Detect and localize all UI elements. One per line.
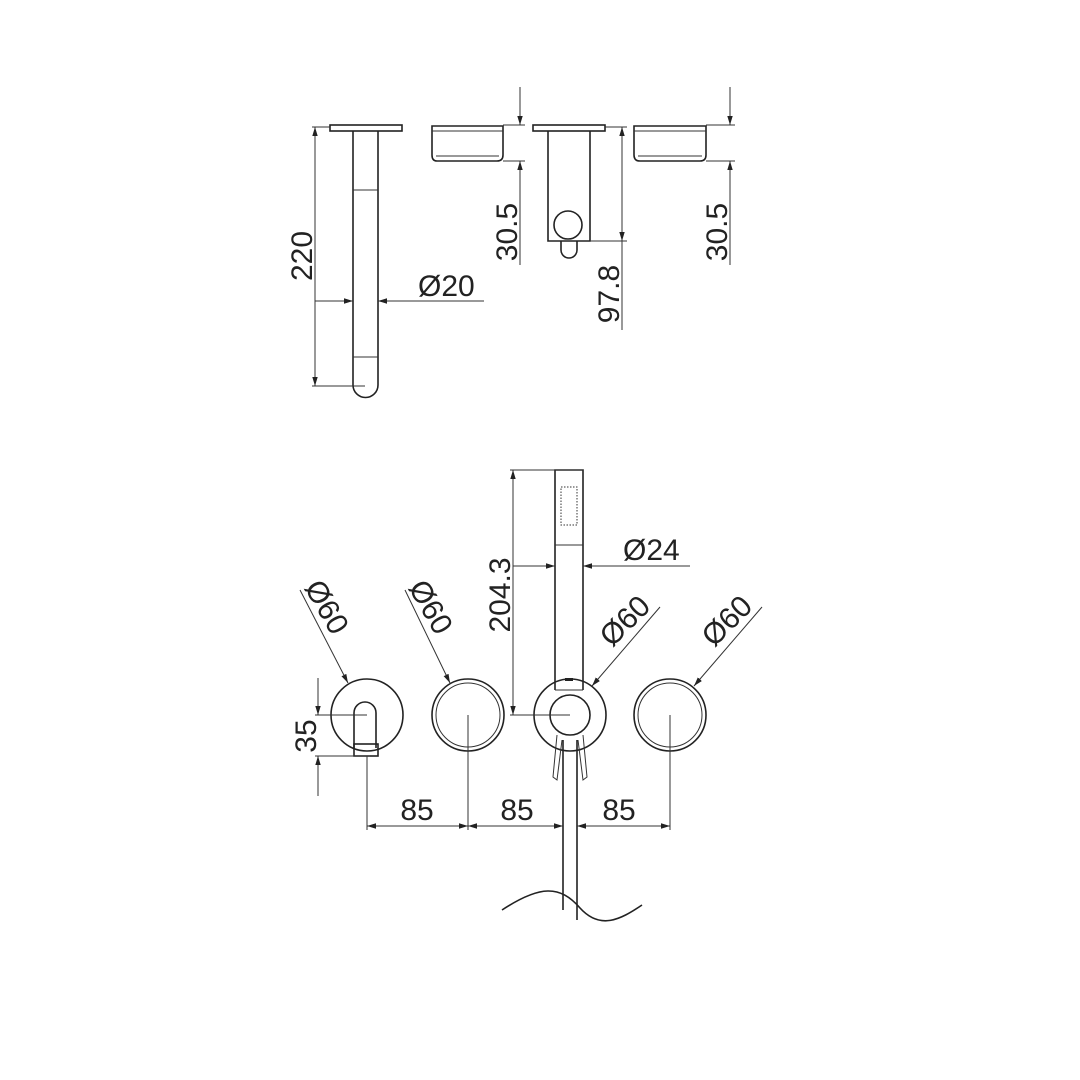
handle-left-side-view bbox=[431, 125, 504, 162]
handle-right-depth-dimension: 30.5 bbox=[701, 87, 735, 265]
plate-diameter-label-4: Ø60 bbox=[696, 590, 759, 653]
spout-length-label: 220 bbox=[286, 231, 319, 281]
plate-diameter-label-3: Ø60 bbox=[594, 590, 657, 653]
spout-length-dimension: 220 bbox=[286, 126, 365, 387]
diverter-depth-dimension: 97.8 bbox=[590, 126, 627, 330]
shower-length-label: 204.3 bbox=[484, 557, 517, 632]
diverter-depth-label: 97.8 bbox=[593, 265, 626, 323]
handle-left-depth-dimension: 30.5 bbox=[491, 87, 525, 265]
shower-diameter-label: Ø24 bbox=[623, 534, 680, 567]
shower-length-dimension: 204.3 bbox=[484, 469, 583, 716]
spout-diameter-dimension: Ø20 bbox=[315, 270, 484, 304]
spacing-dimensions: 85 85 85 bbox=[366, 715, 671, 830]
shower-diameter-dimension: Ø24 bbox=[513, 534, 690, 569]
plate-diameter-leaders: Ø60 Ø60 Ø60 Ø60 bbox=[298, 574, 763, 687]
plate-diameter-label-1: Ø60 bbox=[298, 574, 355, 640]
hand-shower-holder bbox=[533, 469, 607, 781]
plate-diameter-label-2: Ø60 bbox=[402, 574, 459, 640]
handle-right-depth-label: 30.5 bbox=[701, 203, 734, 261]
handle-right-side-view bbox=[633, 125, 707, 162]
spacing-label-1: 85 bbox=[400, 794, 433, 827]
spacing-label-2: 85 bbox=[500, 794, 533, 827]
spout-height-label: 35 bbox=[290, 719, 323, 752]
spacing-label-3: 85 bbox=[602, 794, 635, 827]
shower-hose bbox=[501, 740, 643, 922]
handle-left-depth-label: 30.5 bbox=[491, 203, 524, 261]
spout-front-plate bbox=[330, 678, 404, 757]
spout-side-view bbox=[329, 124, 403, 399]
diverter-side-view bbox=[532, 124, 606, 259]
spout-diameter-label: Ø20 bbox=[418, 270, 475, 303]
spout-height-dimension: 35 bbox=[290, 678, 370, 796]
